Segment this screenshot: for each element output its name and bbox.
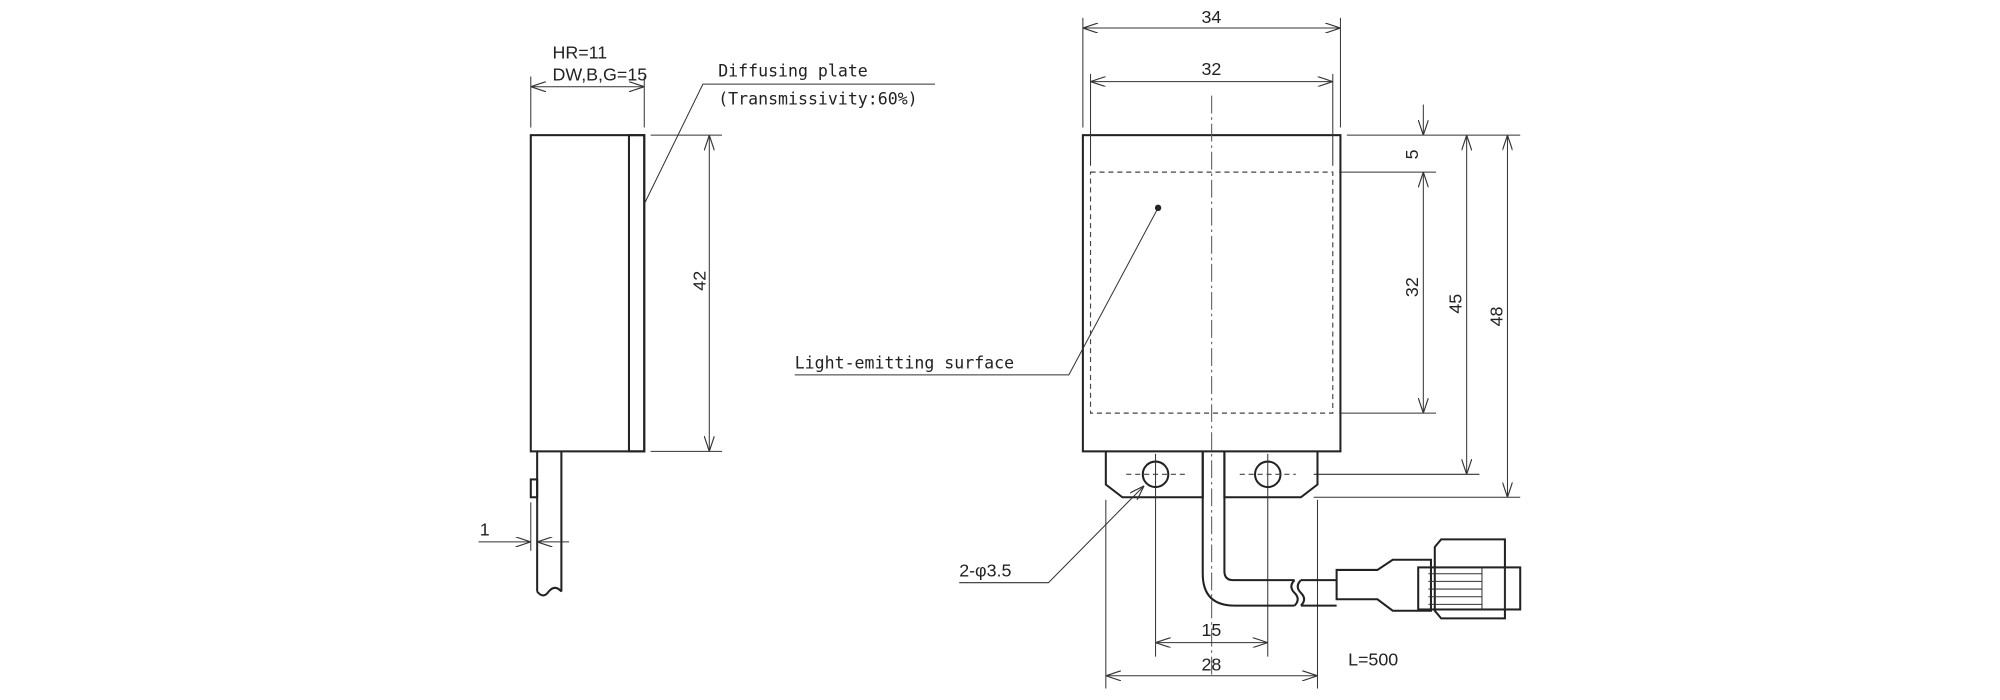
width-outer-dim: 34 <box>1201 7 1221 27</box>
light-emitting-surface <box>1089 171 1334 414</box>
diffuser-leader <box>643 83 935 205</box>
front-cable <box>1201 451 1295 607</box>
holes-leader <box>959 486 1144 584</box>
side-cable <box>536 451 563 592</box>
connector-body <box>1335 558 1432 612</box>
height-dim-42: 42 <box>689 271 709 291</box>
cable-length: L=500 <box>1348 650 1398 670</box>
width-label-dwbg: DW,B,G=15 <box>552 64 647 84</box>
surface-height-dim: 32 <box>1402 277 1422 297</box>
width-inner-dim: 32 <box>1201 59 1221 79</box>
top-margin-dim: 5 <box>1402 149 1422 159</box>
total-height-dim: 48 <box>1486 306 1506 326</box>
diffuser-note: (Transmissivity:60%) <box>718 90 917 109</box>
hole-pitch-dim: 15 <box>1201 620 1221 640</box>
side-view: HR=11 DW,B,G=15 Diffusing plate (Transmi… <box>478 43 935 597</box>
side-body <box>529 134 646 453</box>
surface-label: Light-emitting surface <box>795 353 1014 372</box>
offset-dim-1: 1 <box>480 520 490 540</box>
diffusing-plate <box>627 134 646 453</box>
surface-leader-dot <box>1154 204 1162 212</box>
front-view: 34 32 5 32 45 48 <box>794 7 1522 689</box>
connector-housing <box>1433 538 1506 620</box>
diffuser-label: Diffusing plate <box>718 62 868 81</box>
surface-leader <box>794 207 1159 376</box>
holes-label: 2-φ3.5 <box>959 560 1011 580</box>
bracket-width-dim: 28 <box>1201 655 1221 675</box>
hole-height-dim: 45 <box>1446 294 1466 314</box>
width-label-hr: HR=11 <box>552 43 607 63</box>
